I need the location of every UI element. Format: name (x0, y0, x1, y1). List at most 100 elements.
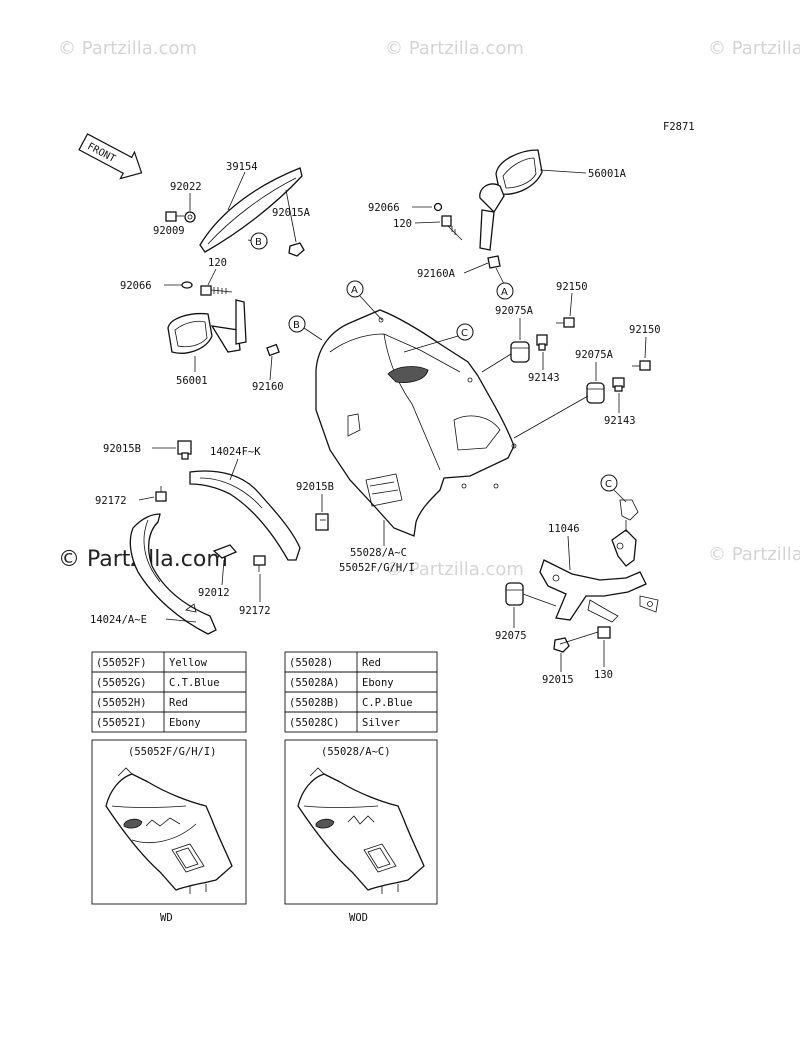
table-right-color-0: Red (362, 657, 381, 669)
part-92012-clip (212, 544, 238, 559)
inset-wod: (55028/A~C) WOD (284, 739, 438, 924)
figure-code: F2871 (663, 121, 695, 133)
callout-39154: 39154 (226, 161, 258, 173)
watermark-top-left: © Partzilla.com (58, 38, 197, 59)
callout-120-left: 120 (208, 257, 227, 269)
part-92015B-clip-left (177, 440, 192, 460)
callout-120-right: 120 (393, 218, 412, 230)
ref-a-right-label: A (501, 287, 508, 298)
ref-b-top-label: B (255, 237, 262, 248)
ref-c-cowl-label: C (461, 328, 468, 339)
callout-92015B-mid: 92015B (296, 481, 334, 493)
part-92066-grommet-left (181, 281, 193, 289)
part-56001-mirror-left (167, 299, 247, 354)
part-39154-trim (199, 167, 303, 253)
callout-130: 130 (594, 669, 613, 681)
table-left-code-1: (55052G) (96, 677, 147, 689)
table-left-color-2: Red (169, 697, 188, 709)
table-right-code-3: (55028C) (289, 717, 340, 729)
part-130-bolt (559, 626, 611, 645)
front-arrow-icon: FRONT (78, 133, 143, 180)
ref-b-cowl-label: B (293, 320, 300, 331)
ref-circle-c-cowl (456, 323, 474, 341)
part-92150-bolt-lower (632, 360, 651, 371)
watermark-mid-right: © Partzilla.com (708, 544, 800, 565)
inset-wod-title: (55028/A~C) (321, 746, 391, 758)
callout-14024FK: 14024F~K (210, 446, 261, 458)
callout-92172-mid: 92172 (239, 605, 271, 617)
part-56001A-mirror-right (479, 149, 543, 251)
table-left-color-3: Ebony (169, 717, 201, 729)
part-92009-screw (165, 211, 184, 222)
callout-92150-b: 92150 (629, 324, 661, 336)
callout-92160A: 92160A (417, 268, 456, 280)
table-right-code-1: (55028A) (289, 677, 340, 689)
color-table-left: (55052F) Yellow (55052G) C.T.Blue (55052… (91, 651, 247, 733)
table-right-color-2: C.P.Blue (362, 697, 413, 709)
inset-wod-caption: WOD (349, 912, 368, 924)
callout-11046: 11046 (548, 523, 580, 535)
part-92015B-clip-mid (315, 513, 329, 531)
callout-55052: 55052F/G/H/I (339, 562, 415, 574)
part-upper-cowl (315, 309, 517, 537)
table-left-code-2: (55052H) (96, 697, 147, 709)
part-92075-grommet (505, 582, 524, 606)
callout-92022: 92022 (170, 181, 202, 193)
part-92066-grommet-right (433, 202, 443, 212)
ref-circle-b-cowl (288, 315, 306, 333)
part-11046-stay (539, 499, 659, 623)
part-92022-washer (184, 211, 196, 223)
table-left-color-1: C.T.Blue (169, 677, 220, 689)
callout-92015B-left: 92015B (103, 443, 141, 455)
callout-92143-a: 92143 (528, 372, 560, 384)
part-92172-screw-mid (253, 555, 266, 572)
callout-92075: 92075 (495, 630, 527, 642)
part-92075A-grommet-upper (510, 341, 530, 363)
inset-wd-caption: WD (160, 912, 173, 924)
part-14024FK-inner-panel (189, 470, 301, 561)
inset-wd-title: (55052F/G/H/I) (128, 746, 217, 758)
ref-a-cowl-label: A (351, 285, 358, 296)
part-92143-collar-lower (612, 377, 625, 392)
callout-92015A-top: 92015A (272, 207, 311, 219)
ref-circle-c-stay (600, 474, 618, 492)
callout-92075A-a: 92075A (495, 305, 534, 317)
callout-92160: 92160 (252, 381, 284, 393)
table-left-code-0: (55052F) (96, 657, 147, 669)
part-92143-collar-upper (536, 334, 548, 351)
callout-92015: 92015 (542, 674, 574, 686)
callout-14024AE: 14024/A~E (90, 614, 147, 626)
color-table-right: (55028) Red (55028A) Ebony (55028B) C.P.… (284, 651, 438, 733)
callout-92066-left: 92066 (120, 280, 152, 292)
callout-56001A: 56001A (588, 168, 627, 180)
watermark-mid-center: © Partzilla.com (385, 559, 524, 580)
table-left-color-0: Yellow (169, 657, 208, 669)
ref-c-stay-label: C (605, 479, 612, 490)
callout-55028: 55028/A~C (350, 547, 407, 559)
part-92172-screw-left (155, 486, 167, 502)
callout-92150-a: 92150 (556, 281, 588, 293)
callout-92075A-b: 92075A (575, 349, 614, 361)
table-right-color-3: Silver (362, 717, 400, 729)
callout-92009: 92009 (153, 225, 185, 237)
inset-wd: (55052F/G/H/I) WD (91, 739, 247, 924)
table-right-code-0: (55028) (289, 657, 333, 669)
part-92015-nut (553, 637, 570, 653)
callout-92012: 92012 (198, 587, 230, 599)
watermark-top-right: © Partzilla.com (708, 38, 800, 59)
callout-92172-left: 92172 (95, 495, 127, 507)
watermark-top-center: © Partzilla.com (385, 38, 524, 59)
ref-circle-b-top (250, 232, 268, 250)
part-120-bolt-left (200, 285, 233, 296)
part-14024AE-lower-panel (129, 513, 217, 635)
ref-circle-a-right (496, 282, 514, 300)
part-92075A-grommet-lower (586, 382, 605, 404)
part-92160A-plate (487, 255, 501, 269)
part-92150-bolt-upper (556, 317, 575, 328)
ref-circle-a-cowl (346, 280, 364, 298)
part-120-bolt-right (441, 215, 463, 241)
callout-56001: 56001 (176, 375, 208, 387)
table-right-color-1: Ebony (362, 677, 394, 689)
part-92160-plate (266, 343, 280, 357)
